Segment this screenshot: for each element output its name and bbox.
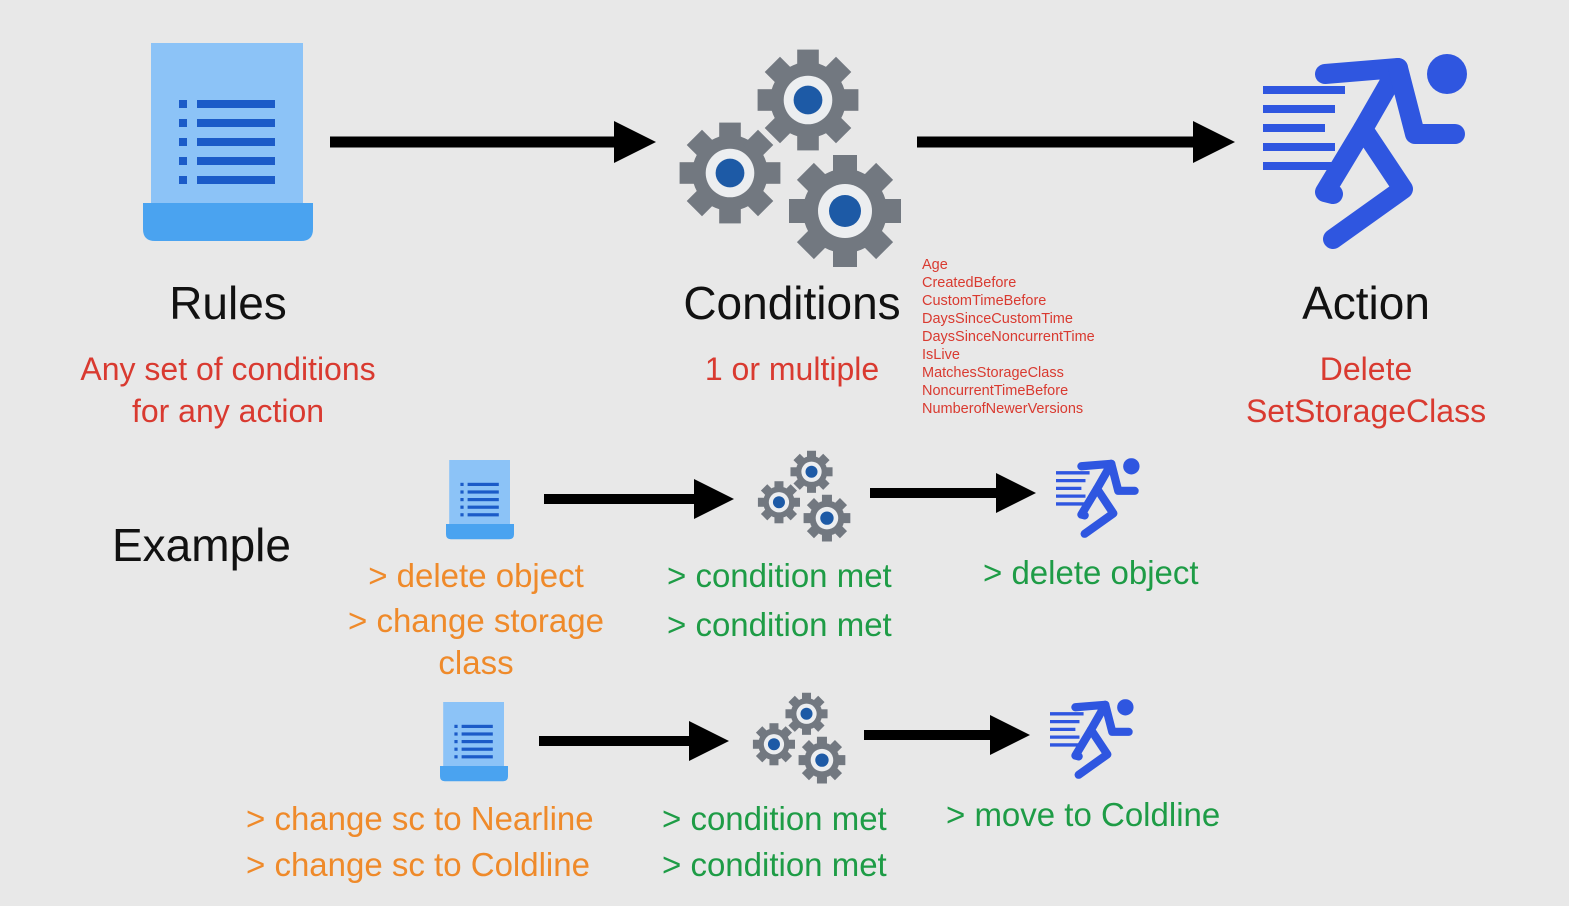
condition-list-item: IsLive xyxy=(922,347,960,363)
example1-gears-icon xyxy=(756,450,852,542)
conditions-title: Conditions xyxy=(683,277,901,329)
example1-document-icon xyxy=(446,460,514,540)
condition-list-item: Age xyxy=(922,257,948,273)
condition-list-item: MatchesStorageClass xyxy=(922,365,1064,381)
action-runner-icon xyxy=(1263,54,1473,249)
condition-list-item: NumberofNewerVersions xyxy=(922,401,1084,417)
example2-rule-line: > change sc to Coldline xyxy=(246,846,590,883)
condition-list-item: DaysSinceCustomTime xyxy=(922,311,1073,327)
example2-gears-icon xyxy=(751,692,847,784)
example1-arrow-1 xyxy=(544,479,734,519)
example2-runner-icon xyxy=(1050,699,1136,779)
conditions-gears-icon xyxy=(675,48,905,268)
arrow-rules-to-conditions xyxy=(330,121,656,163)
condition-list-item: CustomTimeBefore xyxy=(922,293,1047,309)
example1-conditions-text: > condition met > condition met xyxy=(667,552,892,650)
example2-document-icon xyxy=(440,702,508,782)
example1-condition-line: > condition met xyxy=(667,606,892,643)
example1-rule-line: class xyxy=(438,644,514,681)
action-title: Action xyxy=(1302,277,1430,329)
example2-arrow-1 xyxy=(539,721,729,761)
action-description-line: SetStorageClass xyxy=(1245,393,1487,429)
rules-description-line: Any set of conditions xyxy=(80,351,376,387)
example1-runner-icon xyxy=(1056,458,1142,538)
example2-rules-text: > change sc to Nearline > change sc to C… xyxy=(246,794,594,886)
example2-rule-line: > change sc to Nearline xyxy=(246,800,594,837)
action-description-line: Delete xyxy=(1319,351,1413,387)
example1-rule-line: > delete object xyxy=(368,557,584,594)
example1-arrow-2 xyxy=(870,473,1036,513)
rules-description-line: for any action xyxy=(131,393,325,429)
example1-action-text: > delete object xyxy=(983,552,1199,594)
arrow-conditions-to-action xyxy=(917,121,1235,163)
conditions-description: 1 or multiple xyxy=(704,351,880,387)
example1-condition-line: > condition met xyxy=(667,557,892,594)
condition-list-item: CreatedBefore xyxy=(922,275,1017,291)
example2-condition-line: > condition met xyxy=(662,846,887,883)
example2-conditions-text: > condition met > condition met xyxy=(662,794,887,886)
example-label: Example xyxy=(112,519,291,571)
rules-title: Rules xyxy=(169,277,287,329)
rules-description: Any set of conditions for any action xyxy=(48,348,408,432)
example1-action-line: > delete object xyxy=(983,554,1199,591)
condition-list-item: NoncurrentTimeBefore xyxy=(922,383,1069,399)
example1-rule-line: > change storage xyxy=(348,602,604,639)
example2-action-line: > move to Coldline xyxy=(946,796,1221,833)
example1-rules-text: > delete object > change storage class xyxy=(330,552,622,684)
example2-action-text: > move to Coldline xyxy=(946,794,1220,836)
rules-document-icon xyxy=(143,43,313,243)
action-description: Delete SetStorageClass xyxy=(1216,348,1516,432)
condition-list-item: DaysSinceNoncurrentTime xyxy=(922,329,1095,345)
example2-condition-line: > condition met xyxy=(662,800,887,837)
condition-list: Age CreatedBefore CustomTimeBefore DaysS… xyxy=(922,256,1095,418)
example2-arrow-2 xyxy=(864,715,1030,755)
